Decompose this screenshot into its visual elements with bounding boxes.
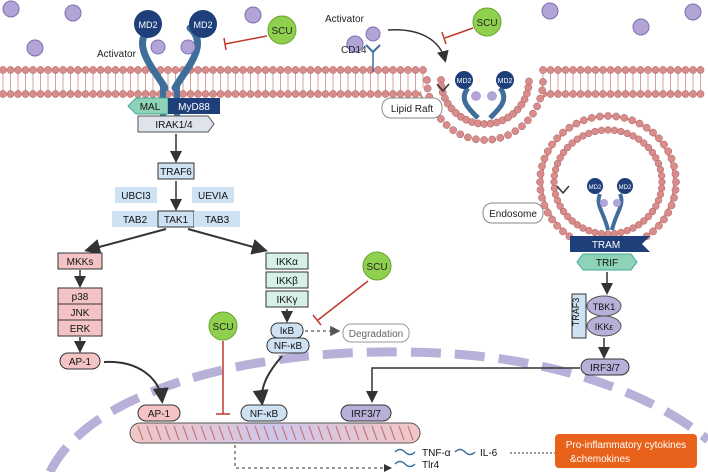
activator-label-2: Activator [325,14,365,25]
svg-text:MD2: MD2 [589,185,602,191]
uevia-label: UEVIA [198,191,228,202]
ikk-beta-label: IKKβ [276,276,298,287]
erk-label: ERK [70,324,91,335]
myd88-label: MyD88 [178,102,210,113]
svg-text:SCU: SCU [271,26,292,37]
nfkb-nuclear-box [240,404,288,422]
gene-outputs: TNF-α IL-6 Tlr4 [394,448,555,471]
activator-label-1: Activator [97,49,137,60]
tab2-label: TAB2 [123,215,148,226]
endosome [536,112,680,252]
myd88-adaptors: MAL MyD88 IRAK1/4 [127,97,220,133]
nucleus-envelope [45,347,708,472]
scu-inhibitor-1: SCU [223,15,297,51]
tab2-box [112,211,158,227]
tram-label: TRAM [592,240,620,251]
lipid-raft [420,76,547,144]
ubc13-label: UBCI3 [121,191,151,202]
nfkb-nuclear-label: NF-κB [250,409,279,420]
ikk-gamma-label: IKKγ [276,295,297,306]
il6-label: IL-6 [480,448,498,459]
mkks-label: MKKs [67,257,94,268]
mal-label: MAL [140,102,161,113]
irf-cyto-label: IRF3/7 [590,363,620,374]
md2-left [134,10,162,38]
scu-inhibitor-2: SCU [441,7,502,45]
ubc13-box [115,187,157,203]
cytokines-label-2: &chemokines [570,454,630,465]
endosome-label: Endosome [489,209,537,220]
svg-text:MD2: MD2 [457,78,472,85]
tnf-label: TNF-α [422,448,451,459]
trif-pathway: TRAM TRIF TRAF3 TBK1 IKKε IRF3/7 [570,236,650,376]
plasma-membrane [0,66,705,98]
p38-label: p38 [72,292,89,303]
traf3-label: TRAF3 [571,298,581,327]
endosome-label-box [482,202,544,224]
svg-text:SCU: SCU [366,262,387,273]
lipid-raft-label-box [381,97,443,119]
svg-text:MD2: MD2 [498,78,513,85]
degradation-label: Degradation [349,329,403,340]
scu-inhibitor-4: SCU [208,311,238,415]
md2-right [189,10,217,38]
cd14-activator: Activator CD14 [325,14,449,72]
cytokines-label-1: Pro-inflammatory cytokines [566,440,687,451]
ikk-complex: IKKα IKKβ IKKγ IκB NF-κB Degradation [265,252,410,354]
raft-receptor-complex: MD2 MD2 [436,71,514,120]
ligand-particles [2,0,702,57]
lipid-raft-label: Lipid Raft [391,104,433,115]
irf-nuclear-box [340,404,392,422]
tak1-label: TAK1 [164,215,189,226]
svg-text:MD2: MD2 [619,185,632,191]
svg-text:SCU: SCU [476,18,497,29]
tbk1-label: TBK1 [593,302,616,312]
md2-left-label: MD2 [138,20,157,30]
ikk-alpha-label: IKKα [276,257,298,268]
ap1-nuclear-label: AP-1 [148,409,171,420]
tab3-box [194,211,240,227]
ikke-label: IKKε [595,322,614,332]
irak-label: IRAK1/4 [155,120,193,131]
nfkb-cyto-label: NF-κB [274,341,303,352]
mapk-cascade: MKKs p38 JNK ERK AP-1 [57,252,103,370]
uevia-box [192,187,234,203]
ap1-nuclear-box [137,404,181,422]
traf6-label: TRAF6 [160,167,192,178]
ap1-cyto-label: AP-1 [69,357,92,368]
svg-text:SCU: SCU [212,322,233,333]
jnk-label: JNK [71,308,90,319]
scu-inhibitor-3: SCU [312,251,392,326]
endosome-receptor-complex: MD2 MD2 [556,178,633,231]
cd14-label: CD14 [341,45,367,56]
tlr4-gene-label: Tlr4 [422,460,440,471]
ikb-label: IκB [280,326,295,337]
traf6-box [157,162,195,180]
trif-label: TRIF [596,258,618,269]
tab3-label: TAB3 [205,215,230,226]
irf-nuclear-label: IRF3/7 [351,409,381,420]
cytokines-output-box [555,434,697,468]
dna-strand [129,422,421,444]
md2-right-label: MD2 [193,20,212,30]
